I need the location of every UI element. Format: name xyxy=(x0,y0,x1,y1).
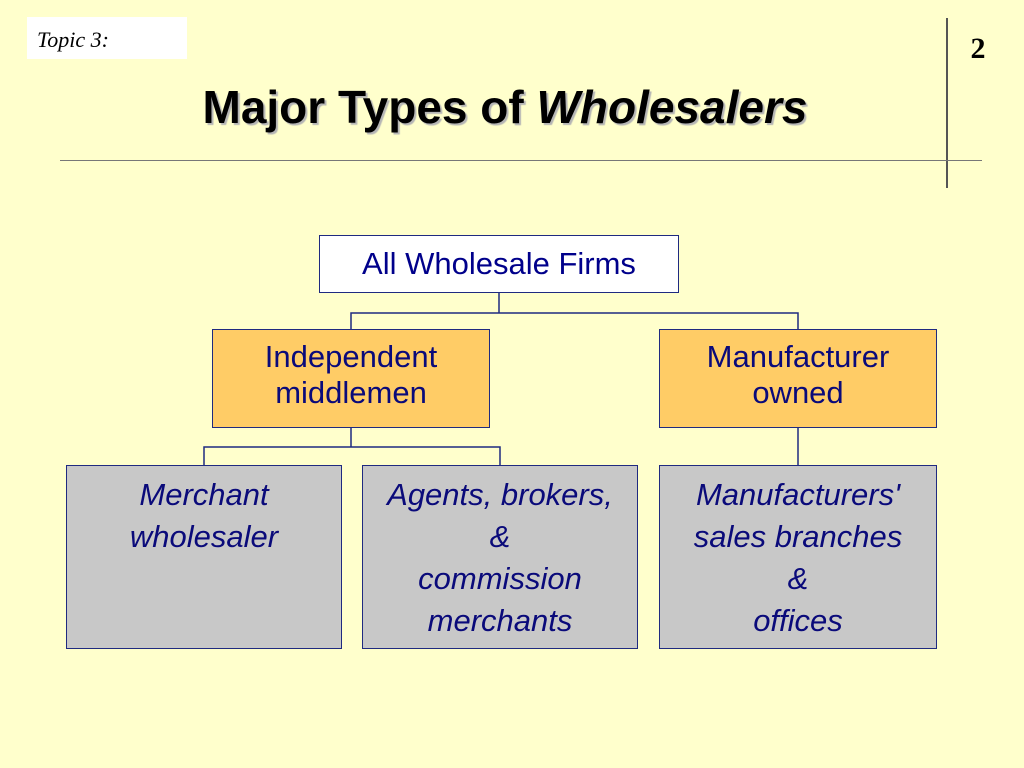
topic-label: Topic 3: xyxy=(27,17,187,59)
header-vertical-rule xyxy=(946,18,948,188)
node-agents-brokers: Agents, brokers, & commission merchants xyxy=(362,465,638,649)
node-text-line: & xyxy=(489,519,511,554)
node-text-line: owned xyxy=(752,375,844,410)
node-text-line: middlemen xyxy=(275,375,427,410)
node-independent-middlemen: Independent middlemen xyxy=(212,329,490,428)
page-number: 2 xyxy=(970,32,986,65)
node-text-line: Agents, brokers, xyxy=(387,477,613,512)
node-text-line: Merchant xyxy=(139,477,269,512)
header-horizontal-rule xyxy=(60,160,982,161)
node-text-line: Manufacturers' xyxy=(695,477,901,512)
node-merchant-wholesaler: Merchant wholesaler xyxy=(66,465,342,649)
node-text-line: merchants xyxy=(427,603,573,638)
node-text-line: offices xyxy=(753,603,843,638)
node-text-line: sales branches xyxy=(693,519,903,554)
connector-independent-to-children xyxy=(203,428,501,465)
node-text-line: & xyxy=(787,561,809,596)
node-text-line: Manufacturer xyxy=(706,339,890,374)
node-text-line: wholesaler xyxy=(129,519,279,554)
node-text-line: Independent xyxy=(264,339,438,374)
node-all-wholesale-firms: All Wholesale Firms xyxy=(319,235,679,293)
node-manufacturers-sales-branches: Manufacturers' sales branches & offices xyxy=(659,465,937,649)
node-text-line: commission xyxy=(418,561,582,596)
connector-root-to-level1 xyxy=(350,293,799,329)
slide-title-italic: Wholesalers xyxy=(536,81,808,133)
slide-title: Major Types of Wholesalers xyxy=(60,80,950,134)
slide-title-plain: Major Types of xyxy=(202,81,537,133)
node-manufacturer-owned: Manufacturer owned xyxy=(659,329,937,428)
